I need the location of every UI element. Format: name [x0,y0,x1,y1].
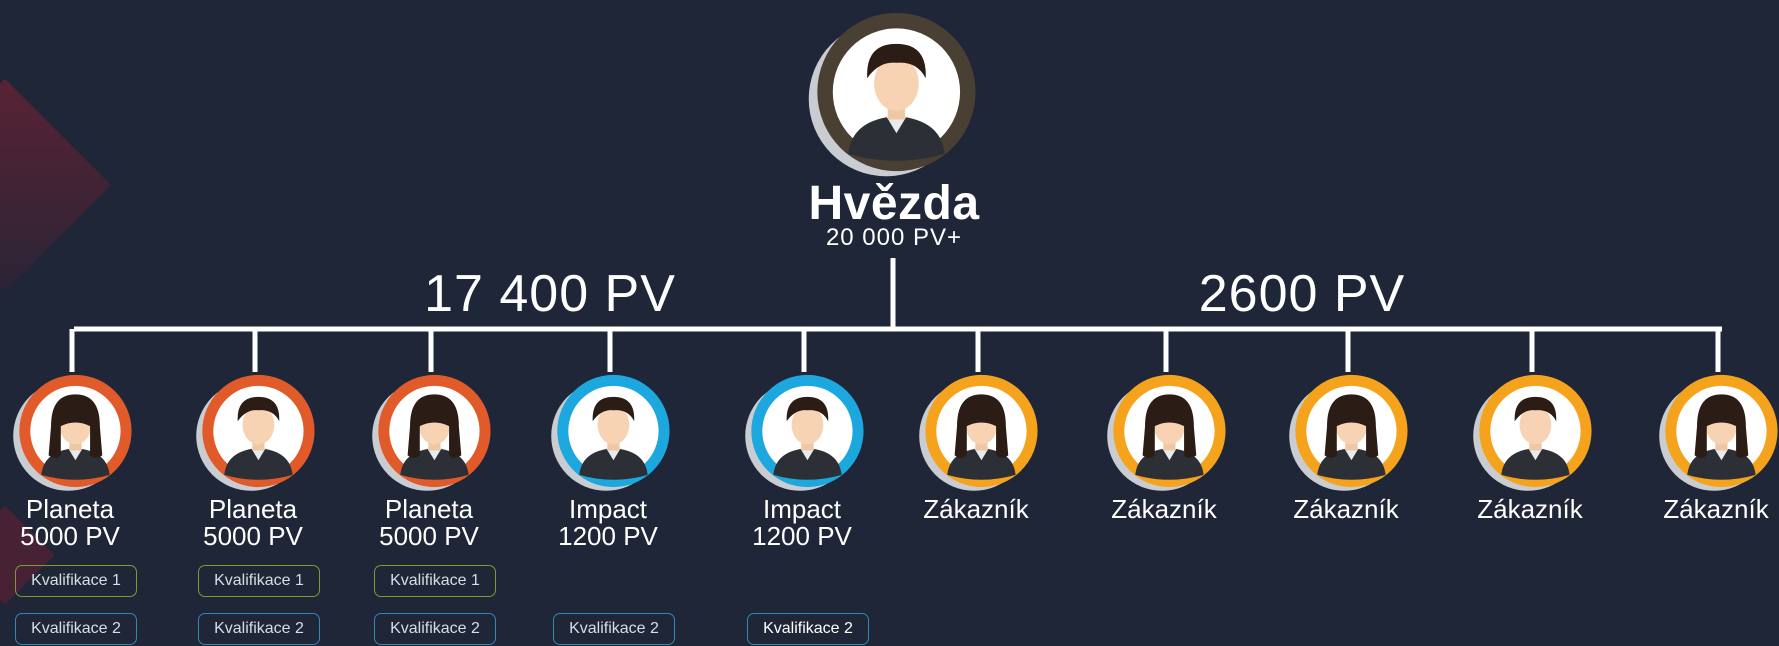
member-rank-name: Planeta [384,494,474,524]
member-rank-name: Planeta [208,494,298,524]
member-pv: 5000 PV [379,521,479,551]
male-avatar-icon [195,370,317,492]
qualification-badge[interactable]: Kvalifikace 2 [15,613,137,645]
female-avatar-icon [1288,370,1410,492]
female-avatar-icon [1658,370,1779,492]
member-rank-name: Impact [568,494,648,524]
member-rank-name: Zákazník [923,494,1029,524]
member-pv: 1200 PV [558,521,658,551]
qualification-badge[interactable]: Kvalifikace 1 [15,565,137,597]
qualification-badge[interactable]: Kvalifikace 2 [374,613,496,645]
male-avatar-icon [1472,370,1594,492]
female-avatar-icon [371,370,493,492]
right-branch-total: 2600 PV [1198,265,1406,323]
member-pv: 1200 PV [752,521,852,551]
female-avatar-icon [1106,370,1228,492]
member-pv: 5000 PV [203,521,303,551]
male-avatar-icon [550,370,672,492]
top-rank-title: Hvězda [808,177,980,230]
member-pv: 5000 PV [20,521,120,551]
female-avatar-icon [12,370,134,492]
qualification-badge[interactable]: Kvalifikace 1 [198,565,320,597]
member-rank-name: Impact [762,494,842,524]
qualification-badge[interactable]: Kvalifikace 2 [198,613,320,645]
left-branch-total: 17 400 PV [424,265,676,323]
male-avatar-icon [744,370,866,492]
qualification-badge[interactable]: Kvalifikace 2 [747,613,869,645]
member-rank-name: Zákazník [1111,494,1217,524]
top-rank-pv: 20 000 PV+ [825,224,963,251]
qualification-badge[interactable]: Kvalifikace 2 [553,613,675,645]
member-rank-name: Zákazník [1477,494,1583,524]
top-avatar [807,6,979,178]
female-avatar-icon [918,370,1040,492]
member-rank-name: Zákazník [1293,494,1399,524]
member-rank-name: Planeta [25,494,115,524]
member-rank-name: Zákazník [1663,494,1769,524]
qualification-badge[interactable]: Kvalifikace 1 [374,565,496,597]
